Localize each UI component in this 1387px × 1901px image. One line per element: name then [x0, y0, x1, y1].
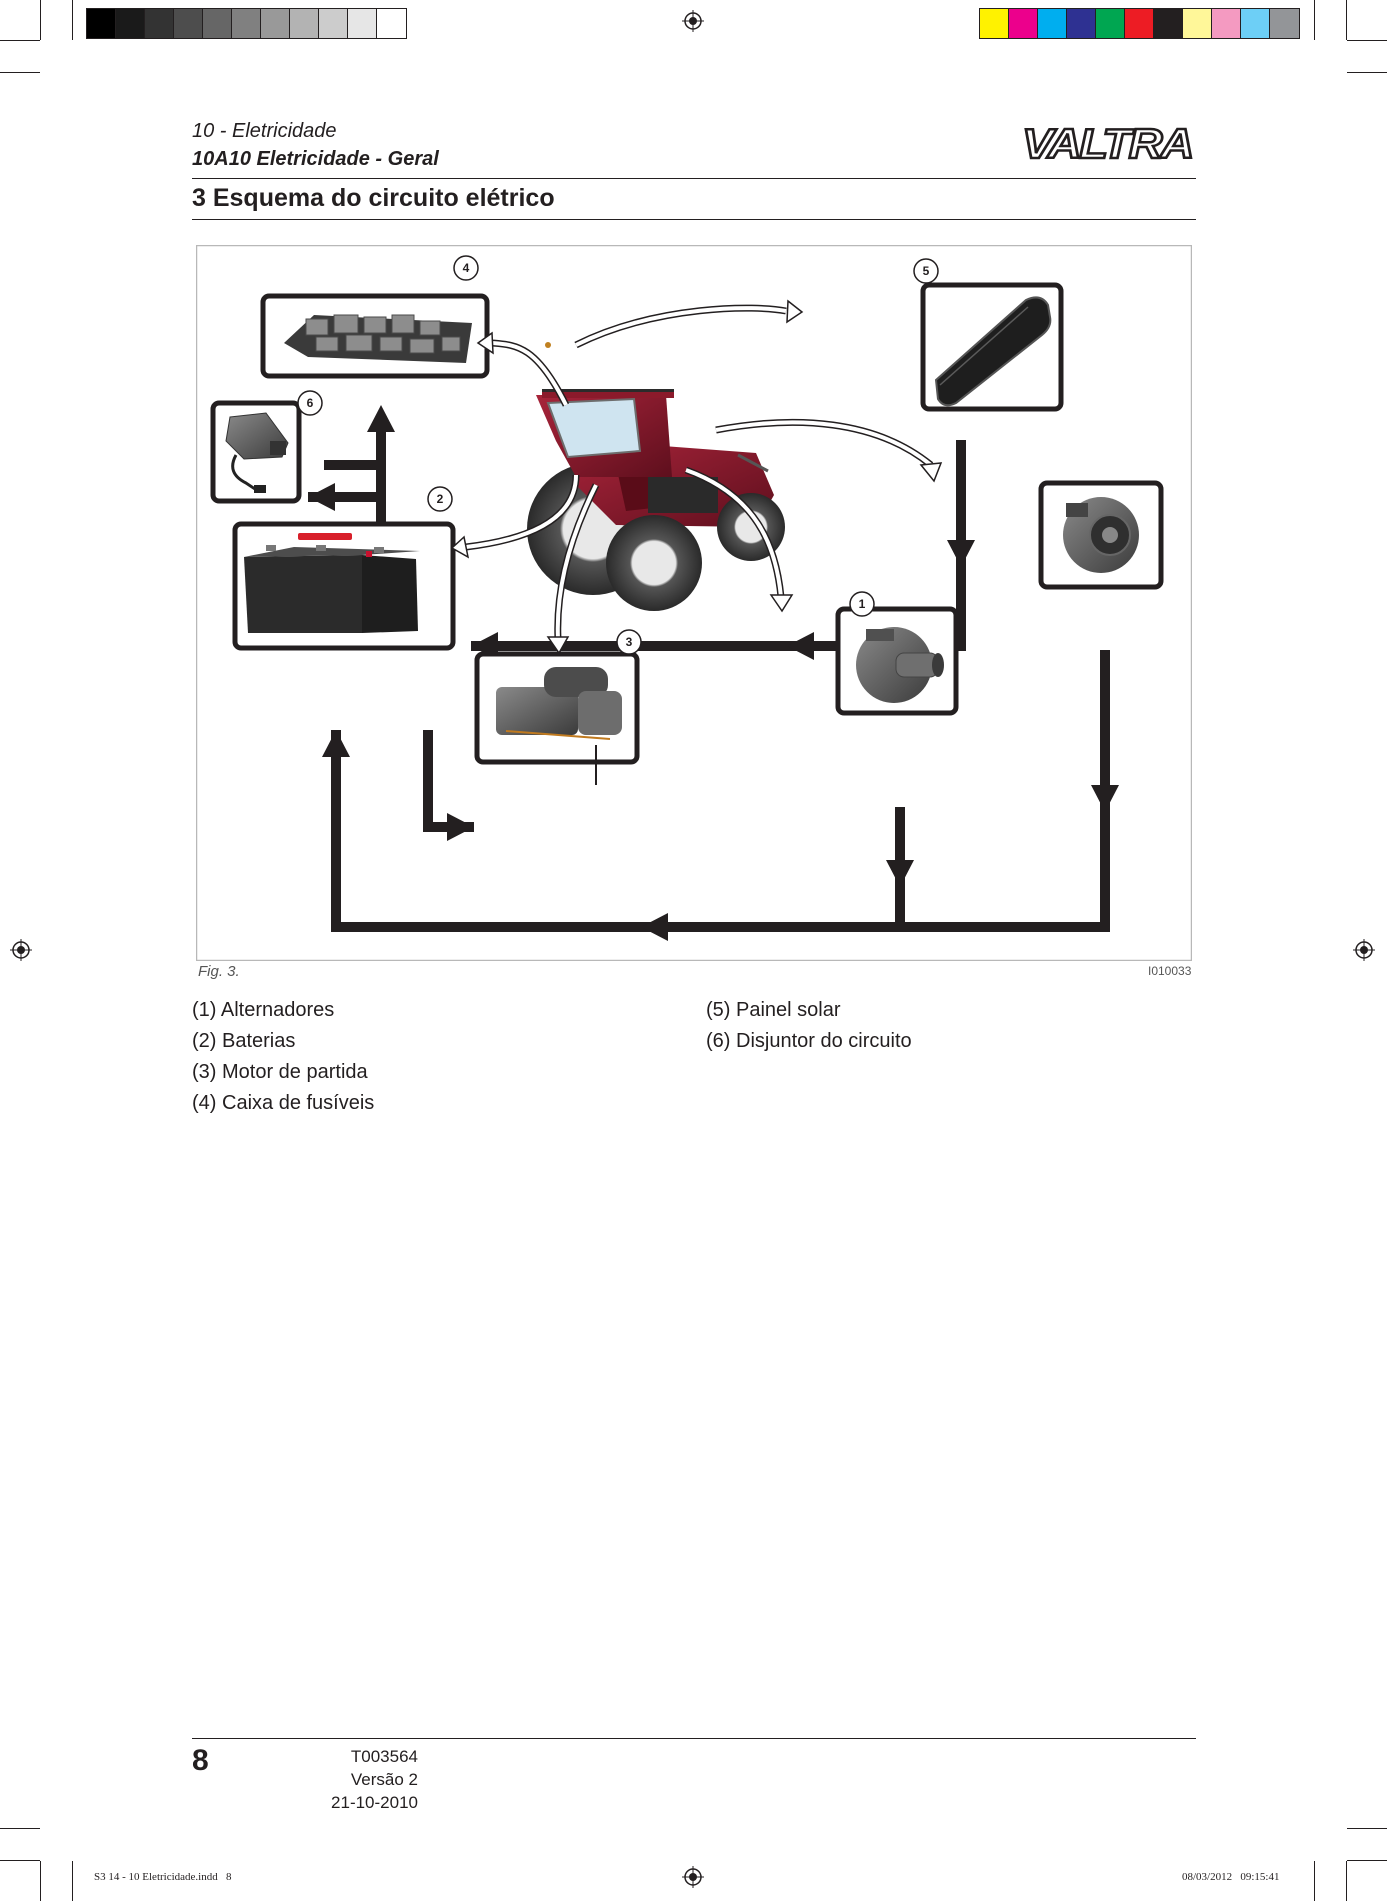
- document-version: Versão 2: [350, 1770, 418, 1789]
- figure-image-id: I010033: [1148, 964, 1192, 978]
- color-swatch: [1183, 9, 1212, 38]
- figure-caption: Fig. 3.: [198, 963, 240, 980]
- color-swatch: [348, 9, 377, 38]
- wiring-arrows: [465, 304, 934, 640]
- header-rule: [192, 178, 1196, 179]
- color-swatch: [377, 9, 406, 38]
- legend-left: (1) Alternadores (2) Baterias (3) Motor …: [192, 995, 374, 1119]
- color-swatch: [1067, 9, 1096, 38]
- callout-2: 2: [427, 486, 453, 512]
- legend-item: (2) Baterias: [192, 1030, 296, 1052]
- callout-3: 3: [616, 629, 642, 655]
- color-swatch: [87, 9, 116, 38]
- registration-mark-left-icon: [10, 939, 32, 961]
- registration-mark-right-icon: [1353, 939, 1375, 961]
- svg-text:6: 6: [307, 396, 314, 410]
- fuse-box-illustration: [284, 314, 472, 363]
- footer-rule: [192, 1738, 1196, 1739]
- legend-item: (1) Alternadores: [192, 999, 335, 1021]
- color-swatch: [261, 9, 290, 38]
- document-code: T003564: [350, 1747, 418, 1766]
- color-swatch: [1154, 9, 1183, 38]
- color-swatch: [116, 9, 145, 38]
- tractor-illustration: [527, 342, 785, 611]
- color-swatch: [145, 9, 174, 38]
- alternator-illustration-lower: [856, 627, 944, 703]
- color-swatch: [203, 9, 232, 38]
- legend-right: (5) Painel solar (6) Disjuntor do circui…: [706, 995, 912, 1057]
- color-swatch: [1096, 9, 1125, 38]
- document-meta: T003564 Versão 2 21-10-2010: [300, 1745, 418, 1814]
- starter-motor-illustration: [496, 667, 622, 785]
- print-slug-timestamp: 08/03/2012 09:15:41: [1182, 1871, 1280, 1883]
- solar-panel-illustration: [934, 296, 1052, 407]
- color-swatch: [319, 9, 348, 38]
- title-rule: [192, 219, 1196, 220]
- color-calibration-bar: [979, 8, 1300, 39]
- svg-text:VALTRA: VALTRA: [1022, 122, 1192, 166]
- section-heading: 10 - Eletricidade: [192, 120, 337, 142]
- color-swatch: [290, 9, 319, 38]
- circuit-breaker-illustration: [225, 412, 289, 493]
- wiring-arrowheads: [450, 299, 943, 655]
- callout-4: 4: [453, 255, 479, 281]
- svg-text:5: 5: [923, 264, 930, 278]
- legend-item: (3) Motor de partida: [192, 1061, 368, 1083]
- color-swatch: [1212, 9, 1241, 38]
- callouts: 4 5 6 2 1 3: [297, 255, 939, 655]
- circuit-arrowheads: [308, 405, 1119, 941]
- subsection-heading: 10A10 Eletricidade - Geral: [192, 148, 439, 170]
- page-number: 8: [192, 1744, 209, 1777]
- valtra-logo: VALTRA: [1021, 122, 1196, 166]
- print-slug-file: S3 14 - 10 Eletricidade.indd 8: [94, 1871, 232, 1883]
- alternator-illustration-upper: [1063, 497, 1139, 573]
- color-swatch: [1270, 9, 1299, 38]
- document-date: 21-10-2010: [331, 1793, 418, 1812]
- page-title: 3 Esquema do circuito elétrico: [192, 184, 555, 212]
- svg-text:3: 3: [626, 635, 633, 649]
- color-swatch: [1009, 9, 1038, 38]
- registration-mark-bottom-icon: [682, 1866, 704, 1888]
- svg-text:4: 4: [463, 261, 470, 275]
- color-swatch: [232, 9, 261, 38]
- color-swatch: [980, 9, 1009, 38]
- legend-item: (4) Caixa de fusíveis: [192, 1092, 375, 1114]
- grayscale-calibration-bar: [86, 8, 407, 39]
- svg-text:2: 2: [437, 492, 444, 506]
- battery-illustration: [244, 533, 420, 633]
- legend-item: (6) Disjuntor do circuito: [706, 1030, 912, 1052]
- svg-text:1: 1: [859, 597, 866, 611]
- color-swatch: [174, 9, 203, 38]
- electrical-circuit-diagram: 4 5 6 2 1 3: [196, 245, 1192, 961]
- color-swatch: [1038, 9, 1067, 38]
- color-swatch: [1241, 9, 1270, 38]
- color-swatch: [1125, 9, 1154, 38]
- callout-5: 5: [913, 258, 939, 284]
- legend-item: (5) Painel solar: [706, 999, 841, 1021]
- registration-mark-top-icon: [682, 10, 704, 32]
- callout-1: 1: [849, 591, 875, 617]
- callout-6: 6: [297, 390, 323, 416]
